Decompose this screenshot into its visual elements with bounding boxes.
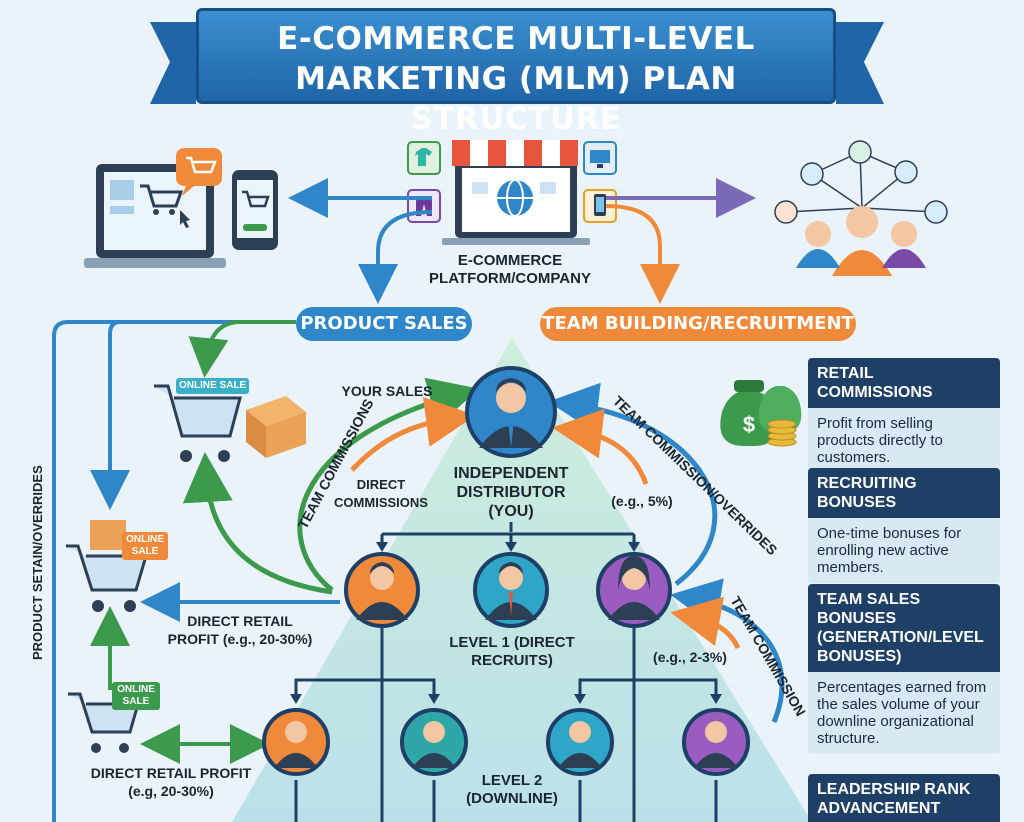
avatar-level2-3 <box>546 708 614 776</box>
node-level1-label: LEVEL 1 (DIRECT RECRUITS) <box>449 634 575 669</box>
tshirt-icon <box>407 141 441 175</box>
arrow-to-product-sales <box>358 210 433 304</box>
money-bag-icon: $ <box>720 380 802 447</box>
pants-icon <box>407 189 441 223</box>
card-title: LEADERSHIP RANK ADVANCEMENT <box>808 774 1000 822</box>
card-retail-commissions: RETAIL COMMISSIONS Profit from selling p… <box>808 358 1000 473</box>
svg-text:$: $ <box>743 412 755 437</box>
card-team-sales-bonuses: TEAM SALES BONUSES (GENERATION/LEVEL BON… <box>808 584 1000 754</box>
label-direct-commissions: DIRECT COMMISSIONS <box>334 477 428 510</box>
arrow-green-to-online-sale <box>182 452 333 595</box>
online-sale-cart-icon <box>154 384 306 462</box>
card-title: RECRUITING BONUSES <box>808 468 1000 518</box>
banner-ribbon-right <box>836 22 884 104</box>
label-your-sales: YOUR SALES <box>341 383 433 399</box>
avatar-level1-right <box>596 552 672 628</box>
arrow-five-percent <box>552 408 649 485</box>
avatar-level2-2 <box>400 708 468 776</box>
label-direct-retail-2: DIRECT RETAIL PROFIT (e.g, 20-30%) <box>90 765 252 799</box>
arrow-team-commissions-left <box>297 377 480 592</box>
avatar-top-distributor <box>465 366 557 458</box>
card-title: RETAIL COMMISSIONS <box>808 358 1000 408</box>
card-recruiting-bonuses: RECRUITING BONUSES One-time bonuses for … <box>808 468 1000 583</box>
arrow-to-team-building <box>605 204 680 304</box>
arrow-direct-commissions <box>350 397 476 472</box>
card-body: Percentages earned from the sales volume… <box>808 672 1000 754</box>
people-network-icon <box>774 140 948 276</box>
card-title: TEAM SALES BONUSES (GENERATION/LEVEL BON… <box>808 584 1000 672</box>
ecommerce-platform-icon <box>442 140 590 245</box>
node-level2-label: LEVEL 2 (DOWNLINE) <box>466 772 558 807</box>
team-building-pill: TEAM BUILDING/RECRUITMENT <box>540 307 856 341</box>
title-banner: E-COMMERCE MULTI-LEVEL MARKETING (MLM) P… <box>196 8 836 137</box>
smartphone-shop-icon <box>232 170 278 250</box>
platform-label: E-COMMERCE PLATFORM/COMPANY <box>429 252 591 287</box>
card-leadership-rank: LEADERSHIP RANK ADVANCEMENT <box>808 774 1000 822</box>
node-top-label: INDEPENDENT DISTRIBUTOR (YOU) <box>453 465 569 520</box>
avatar-level2-4 <box>682 708 750 776</box>
label-pct-5: (e.g., 5%) <box>611 493 673 509</box>
avatar-level1-middle <box>473 552 549 628</box>
label-product-setain-rotated: PRODUCT SETAIN/OVERRIDES <box>30 465 45 660</box>
label-pct-2-3: (e.g., 2-3%) <box>653 649 727 665</box>
online-sale-badge-3: ONLINE SALE <box>112 682 160 710</box>
line-product-sales-long <box>52 320 296 822</box>
tree-arrowheads <box>290 542 722 704</box>
arrow-two-three-percent <box>670 596 741 650</box>
cart-speech-bubble-icon <box>176 148 222 196</box>
label-team-commission-rotated: TEAM COMMISSION <box>727 594 809 719</box>
online-sale-badge-2: ONLINE SALE <box>122 532 168 560</box>
avatar-level2-1 <box>262 708 330 776</box>
online-sale-badge: ONLINE SALE <box>176 378 250 394</box>
arrow-product-sales-to-cart <box>90 320 296 510</box>
tree-connectors <box>294 522 718 822</box>
card-body: Profit from selling products directly to… <box>808 408 1000 473</box>
phone-icon <box>583 189 617 223</box>
avatar-level1-left <box>344 552 420 628</box>
arrow-product-sales-to-online-sale <box>188 320 296 378</box>
label-direct-retail-1: DIRECT RETAIL PROFIT (e.g., 20-30%) <box>167 613 313 647</box>
arrow-team-overrides-right <box>548 382 718 586</box>
monitor-icon <box>583 141 617 175</box>
card-body: One-time bonuses for enrolling new activ… <box>808 518 1000 583</box>
product-sales-pill: PRODUCT SALES <box>296 307 472 341</box>
banner-ribbon-left <box>150 22 196 104</box>
